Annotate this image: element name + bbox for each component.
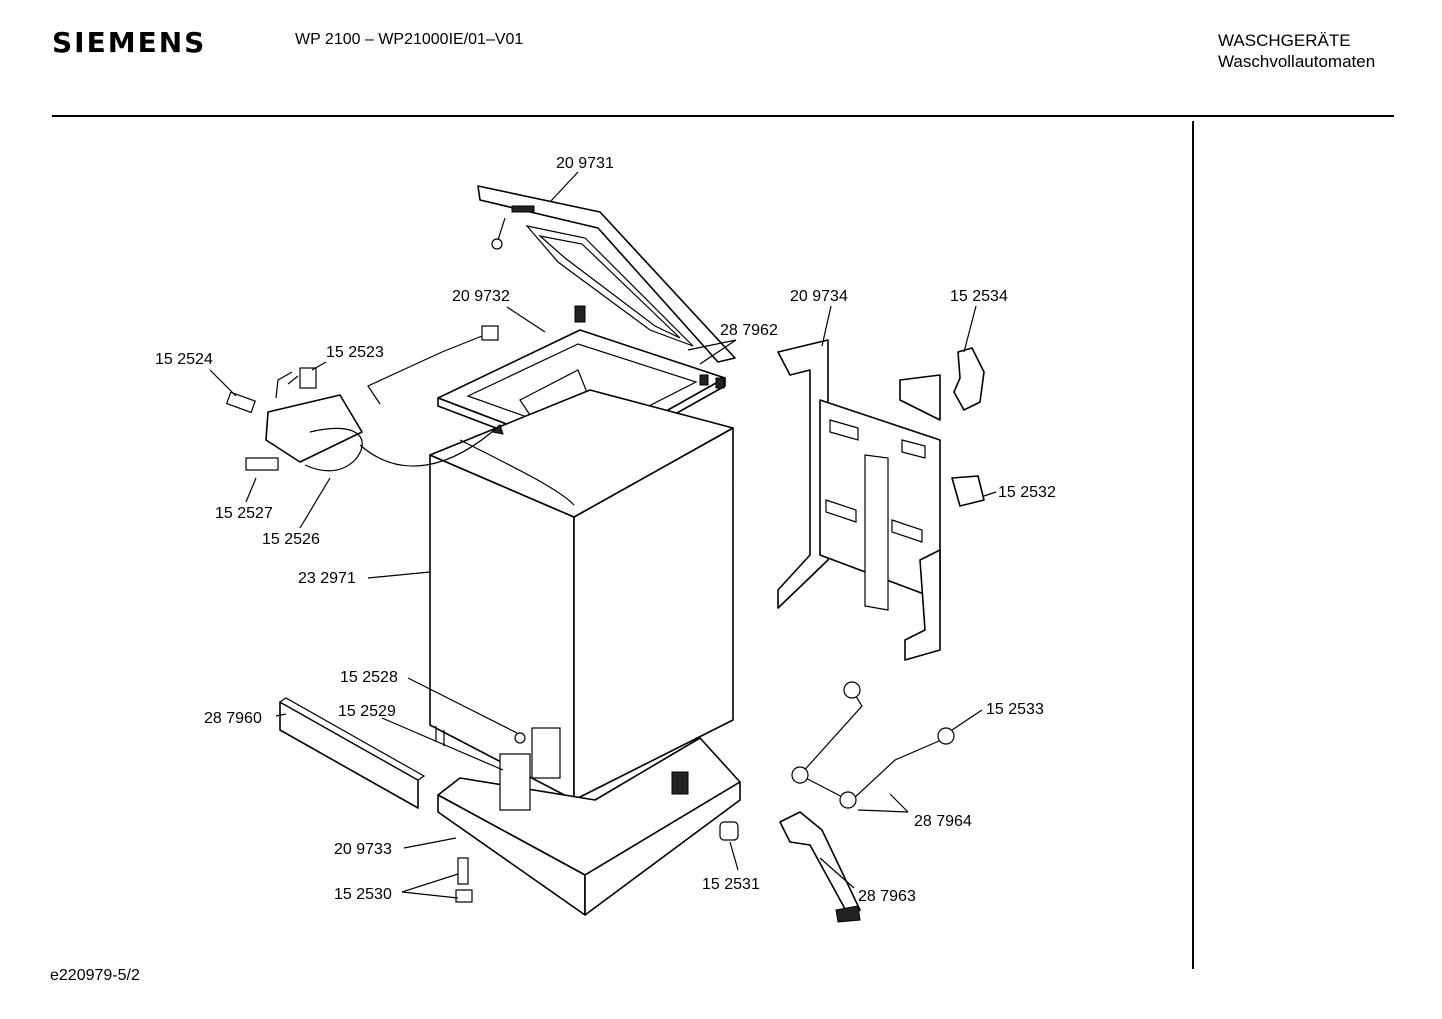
label-axle-set: 28 7964 <box>914 813 972 830</box>
label-screw-plate: 15 2528 <box>340 669 398 686</box>
small-clip-drawing <box>951 475 985 507</box>
label-cabinet: 23 2971 <box>298 570 356 587</box>
subcategory-title: Waschvollautomaten <box>1218 52 1376 71</box>
leader-lines <box>209 171 997 899</box>
label-lock-housing: 15 2526 <box>262 531 320 548</box>
label-small-clip: 15 2532 <box>998 484 1056 501</box>
side-divider <box>1192 121 1194 969</box>
kick-panel-drawing <box>278 697 426 809</box>
base-drawing <box>437 737 741 916</box>
label-lock-actuator: 15 2527 <box>215 505 273 522</box>
header-divider <box>52 115 1394 117</box>
label-lid: 20 9731 <box>556 155 614 172</box>
label-bracket-clip: 15 2534 <box>950 288 1008 305</box>
lock-assembly-drawing <box>225 367 504 472</box>
label-lock-switch: 15 2523 <box>326 344 384 361</box>
label-top-frame: 20 9732 <box>452 288 510 305</box>
brand-logo: SIEMENS <box>52 26 207 59</box>
label-kick-panel: 28 7960 <box>204 710 262 727</box>
label-hinge-pins: 28 7962 <box>720 322 778 339</box>
lid-drawing <box>477 185 736 363</box>
foot-pad-drawing <box>719 821 739 841</box>
axle-set-drawing <box>791 681 955 809</box>
lever-drawing <box>779 811 861 923</box>
label-rear-bracket-frame: 20 9734 <box>790 288 848 305</box>
label-foot-screw: 15 2530 <box>334 886 392 903</box>
part-labels: 20 9731 20 9732 20 9734 15 2534 28 7962 … <box>155 155 1056 905</box>
label-bracket-plate: 15 2529 <box>338 703 396 720</box>
drawing-id: e220979-5/2 <box>50 967 140 984</box>
label-lock-assembly: 15 2524 <box>155 351 213 368</box>
foot-screw-drawing <box>455 857 473 903</box>
category-title: WASCHGERÄTE <box>1218 31 1351 50</box>
label-roller-axle: 15 2533 <box>986 701 1044 718</box>
label-foot-pad: 15 2531 <box>702 876 760 893</box>
cable-drawing <box>367 325 499 405</box>
label-lever: 28 7963 <box>858 888 916 905</box>
bracket-clip-drawing <box>953 347 985 411</box>
cabinet-drawing <box>429 389 734 801</box>
rear-bracket-drawing <box>777 339 941 661</box>
model-title: WP 2100 – WP21000IE/01–V01 <box>295 31 524 48</box>
label-base: 20 9733 <box>334 841 392 858</box>
